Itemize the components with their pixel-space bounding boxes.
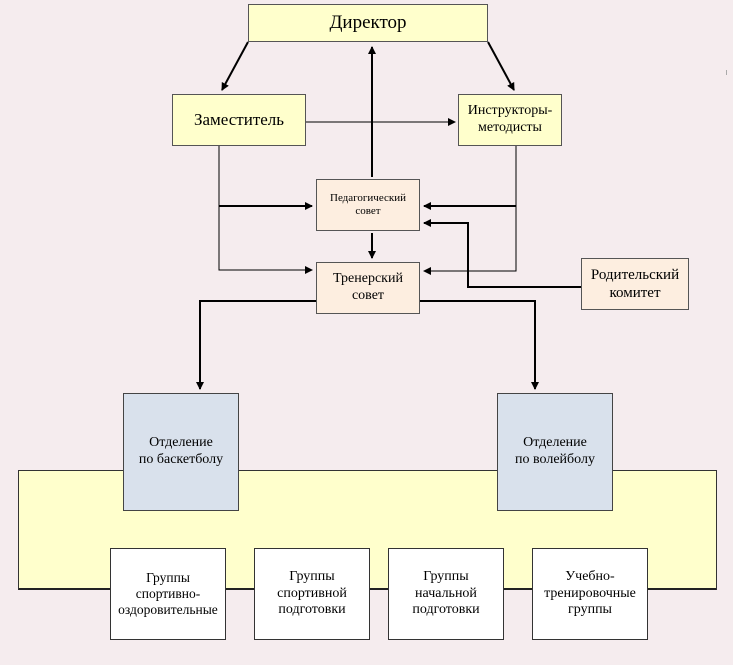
volleyball-department-label: Отделение по волейболу (515, 435, 595, 467)
group-label: Группы спортивной подготовки (277, 568, 347, 618)
director-box: Директор (248, 4, 488, 42)
instructors-label: Инструкторы- методисты (467, 103, 553, 135)
pedagogical-council-label: Педагогический совет (330, 191, 406, 217)
director-label: Директор (329, 11, 407, 33)
parent-committee-box: Родительский комитет (581, 258, 689, 310)
group-box-educational-training: Учебно- тренировочные группы (532, 548, 648, 640)
group-box-sport-training: Группы спортивной подготовки (254, 548, 370, 640)
arrow-director-to-deputy (221, 41, 249, 91)
groups-frame-right-edge (716, 470, 718, 590)
deputy-box: Заместитель (172, 94, 306, 146)
arrow-director-to-instructors (487, 41, 515, 91)
group-label: Группы спортивно- оздоровительные (118, 569, 218, 618)
group-label: Учебно- тренировочные группы (544, 568, 636, 618)
parent-committee-label: Родительский комитет (590, 267, 680, 301)
arrow-parents-to-pedcouncil (423, 219, 581, 288)
coaching-council-box: Тренерский совет (316, 262, 420, 314)
basketball-department-box: Отделение по баскетболу (123, 393, 239, 511)
line-deputy-down (218, 146, 313, 274)
deputy-label: Заместитель (193, 109, 285, 129)
arrow-coachcouncil-to-basket (196, 300, 316, 390)
coaching-council-label: Тренерский совет (333, 271, 403, 303)
volleyball-department-box: Отделение по волейболу (497, 393, 613, 511)
stray-mark (726, 70, 727, 75)
group-box-health: Группы спортивно- оздоровительные (110, 548, 226, 640)
group-label: Группы начальной подготовки (412, 568, 480, 618)
arrow-instructors-to-coachcouncil (423, 146, 517, 275)
pedagogical-council-box: Педагогический совет (316, 179, 420, 231)
group-box-initial-training: Группы начальной подготовки (388, 548, 504, 640)
arrow-coachcouncil-to-volley (420, 300, 539, 390)
instructors-box: Инструкторы- методисты (458, 94, 562, 146)
basketball-department-label: Отделение по баскетболу (138, 435, 224, 467)
